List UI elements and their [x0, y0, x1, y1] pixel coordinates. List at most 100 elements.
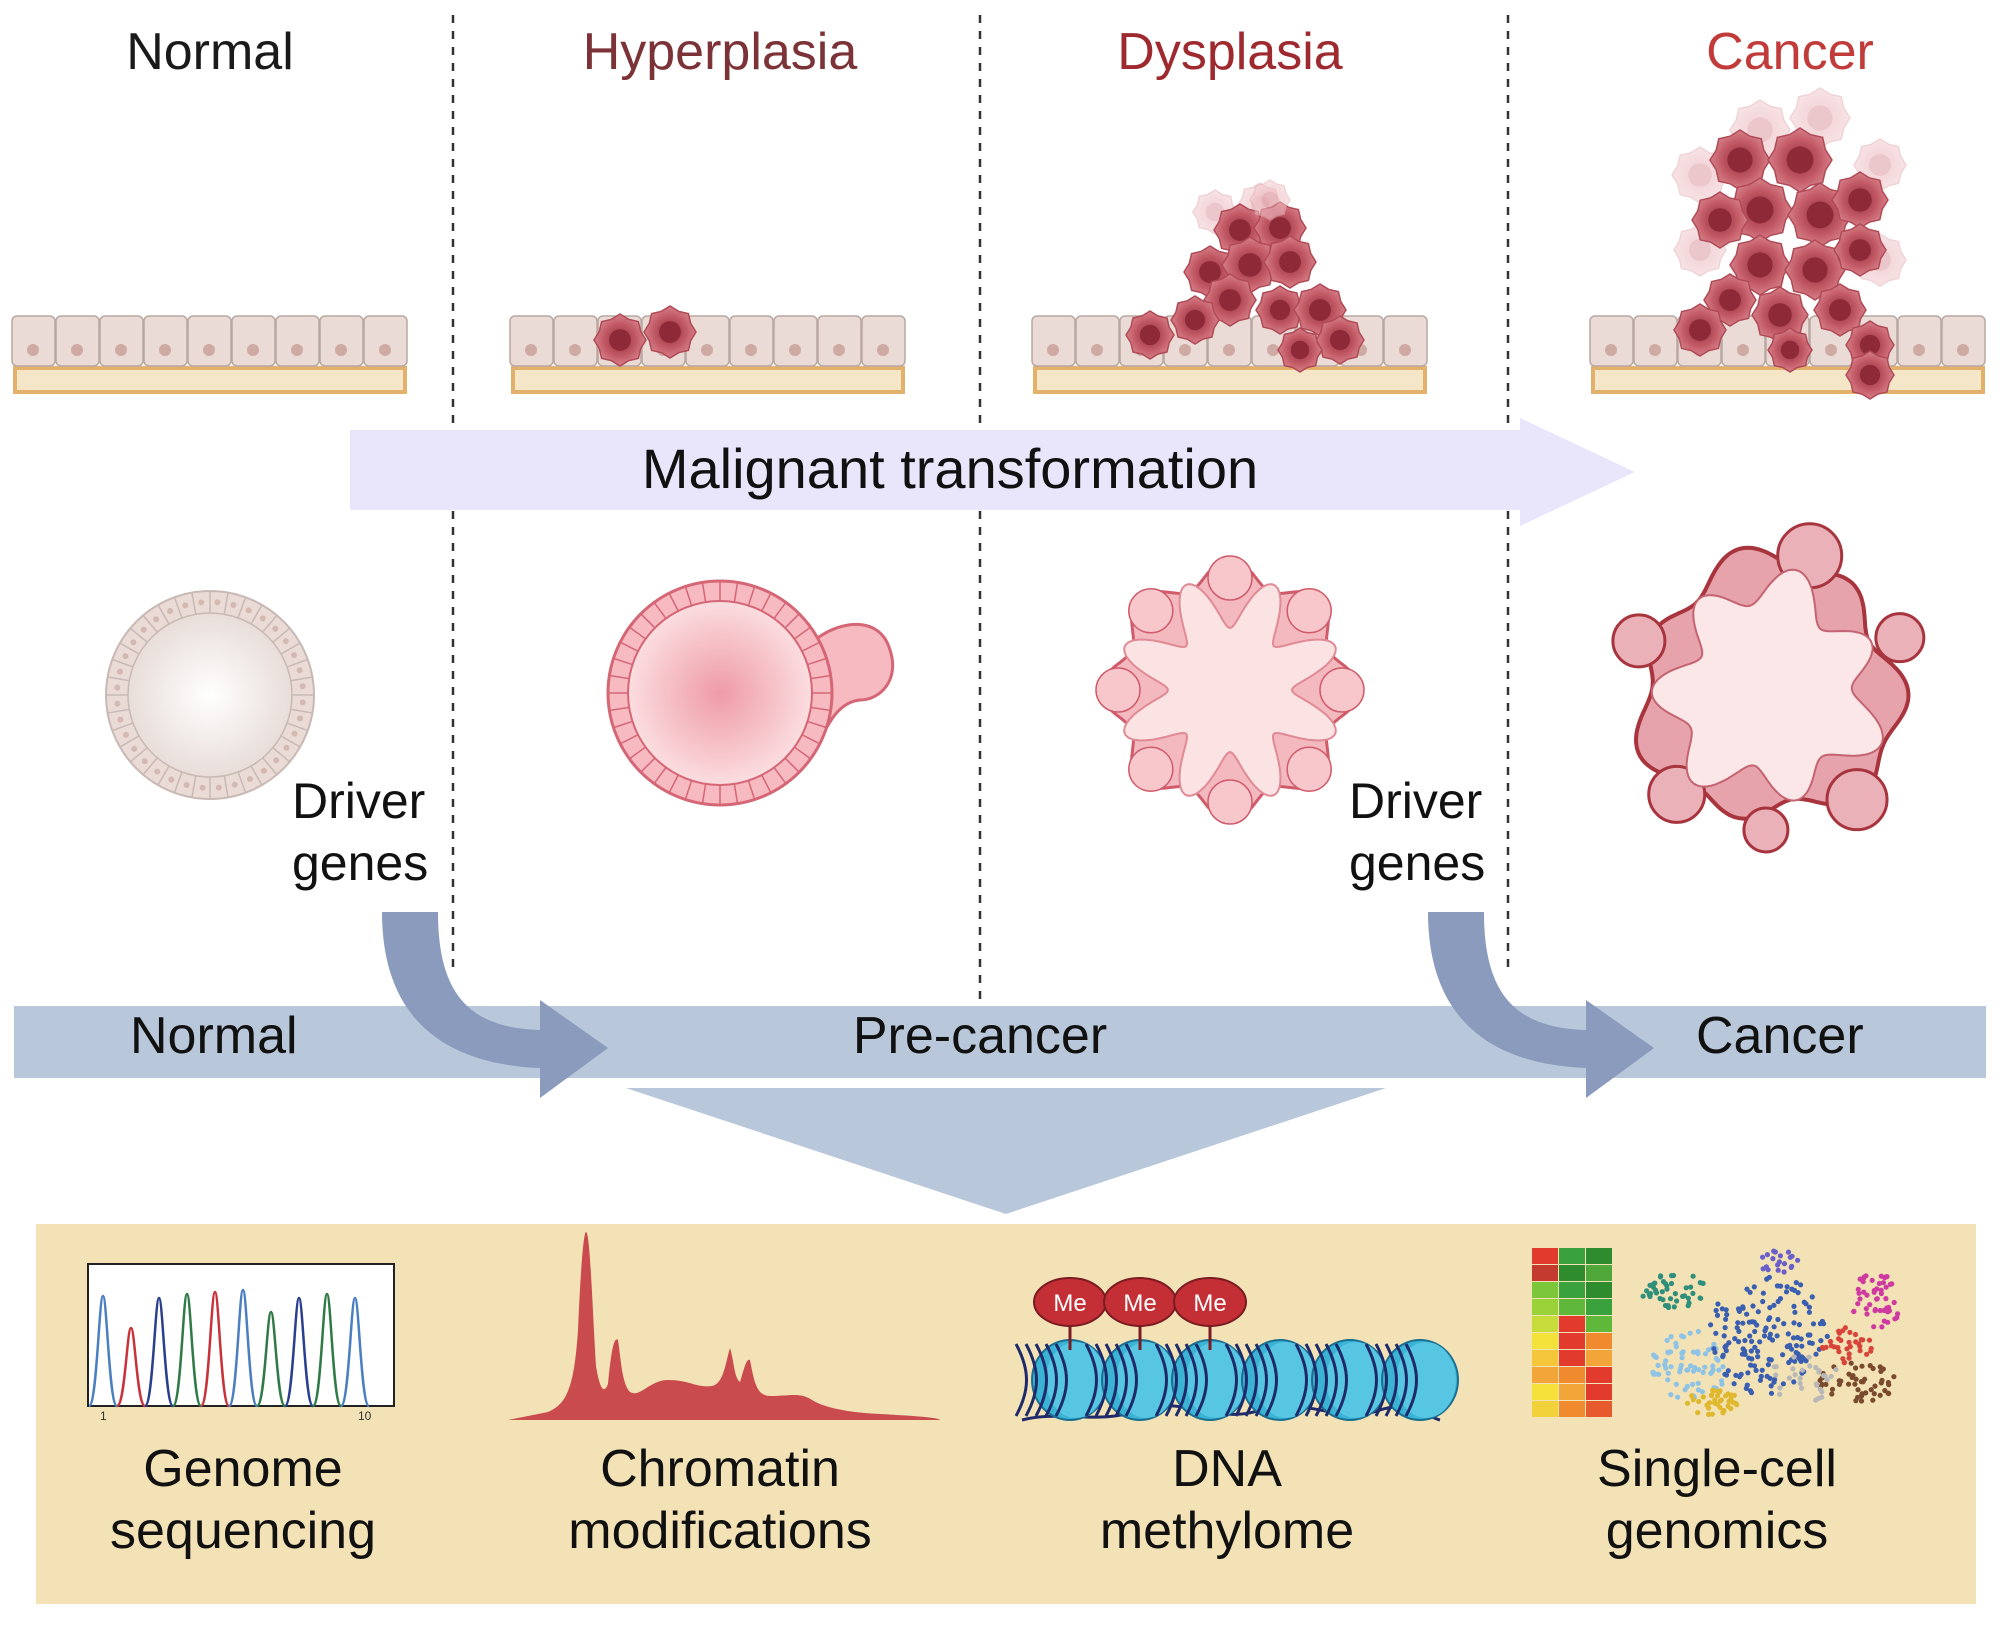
cluster-point: [1862, 1376, 1868, 1382]
epithelial-cell: [275, 315, 320, 367]
cluster-point: [1655, 1362, 1661, 1368]
cell-border: [640, 757, 656, 773]
cluster-point: [1846, 1355, 1852, 1361]
cell-border: [807, 720, 827, 729]
cluster-point: [1807, 1363, 1813, 1369]
cluster-point: [1769, 1337, 1776, 1343]
cell-border: [119, 735, 140, 748]
cluster-point: [1813, 1351, 1819, 1357]
cluster-point: [1724, 1312, 1730, 1318]
cell-border: [784, 757, 800, 773]
cluster-point: [1781, 1269, 1787, 1275]
cell-nucleus: [273, 757, 280, 764]
cell-nucleus: [1649, 344, 1661, 356]
tumor-cell: [1249, 179, 1291, 221]
cluster-point: [1855, 1394, 1861, 1400]
chromatogram-peak: [283, 1296, 315, 1408]
cluster-point: [1791, 1287, 1798, 1293]
cluster-point: [1827, 1338, 1834, 1345]
cell-border: [773, 601, 787, 620]
cluster-point: [1767, 1315, 1773, 1321]
cell-nucleus: [182, 602, 189, 609]
cell-border: [191, 592, 197, 615]
cluster-point: [1651, 1352, 1657, 1358]
cluster-point: [1690, 1290, 1696, 1296]
dna-wrap: [1024, 1343, 1038, 1417]
cluster-point: [1696, 1367, 1702, 1373]
cell-border: [668, 774, 679, 794]
cluster-point: [1775, 1267, 1781, 1273]
cluster-point: [1747, 1333, 1753, 1339]
gland-lobule: [1207, 779, 1253, 825]
cluster-point: [1785, 1249, 1792, 1255]
tumor-cell-nucleus: [1184, 309, 1206, 331]
cluster-point: [1878, 1290, 1884, 1297]
cluster-point: [1746, 1355, 1752, 1361]
chromatogram-peak: [115, 1326, 147, 1408]
cluster-point: [1795, 1351, 1801, 1357]
cluster-point: [1689, 1393, 1695, 1399]
heatmap-cell: [1586, 1384, 1612, 1400]
cluster-point: [1743, 1385, 1749, 1391]
cell-border: [262, 757, 278, 776]
cluster-point: [1836, 1328, 1842, 1334]
cluster-point: [1684, 1383, 1690, 1389]
dna-wrap: [1264, 1343, 1278, 1417]
methyl-group: Me: [1103, 1277, 1177, 1350]
cluster-point: [1872, 1308, 1878, 1314]
heatmap-cell: [1559, 1282, 1585, 1298]
cluster-point: [1870, 1397, 1876, 1403]
dna-wrap: [1034, 1343, 1048, 1417]
cluster-point: [1852, 1331, 1859, 1338]
cluster-point: [1871, 1391, 1877, 1397]
progression-normal: Normal: [130, 1007, 298, 1065]
cluster-point: [1879, 1377, 1885, 1383]
basement-membrane: [1033, 366, 1427, 394]
dna-wrap: [1124, 1343, 1138, 1417]
cluster-point: [1847, 1329, 1853, 1335]
cell-nucleus: [114, 684, 121, 691]
cell-border: [701, 783, 707, 804]
cluster-point: [1766, 1356, 1772, 1362]
gland-protrusion: [1742, 806, 1790, 854]
histone-face: [1116, 1342, 1176, 1418]
cluster-point: [1752, 1328, 1758, 1335]
cluster-point: [1757, 1339, 1763, 1345]
cell-nucleus: [167, 608, 174, 615]
cluster-point: [1721, 1333, 1727, 1339]
heatmap-cell: [1532, 1282, 1558, 1298]
cluster-point: [1846, 1351, 1852, 1357]
cluster-point: [1690, 1381, 1696, 1387]
cluster-point: [1772, 1249, 1778, 1255]
dna-wrap: [1184, 1343, 1198, 1417]
cluster-point: [1688, 1284, 1694, 1290]
cluster-point: [1791, 1303, 1797, 1309]
cluster-point: [1702, 1351, 1709, 1357]
cluster-point: [1713, 1330, 1719, 1336]
cluster-point: [1846, 1339, 1852, 1345]
cell-border: [609, 706, 630, 712]
cluster-point: [1745, 1370, 1751, 1376]
cell-nucleus: [247, 344, 259, 356]
cell-nucleus: [291, 730, 298, 737]
cell-nucleus: [122, 653, 129, 660]
heatmap-cell: [1532, 1367, 1558, 1383]
cluster-point: [1851, 1308, 1857, 1315]
cluster-point: [1755, 1348, 1761, 1354]
chromatogram-peak: [255, 1310, 287, 1408]
cell-nucleus: [260, 767, 267, 774]
cluster-point: [1844, 1346, 1850, 1352]
cell-nucleus: [131, 745, 138, 752]
epithelial-cell: [1075, 315, 1120, 367]
cell-nucleus: [833, 344, 845, 356]
cluster-point: [1871, 1287, 1877, 1294]
driver-genes-line1: Driver: [292, 773, 426, 829]
tumor-cell-nucleus: [1290, 340, 1310, 360]
epithelial-cell: [553, 315, 598, 367]
cluster-point: [1774, 1283, 1780, 1289]
progression-band: [14, 1006, 1986, 1078]
gland-lobule: [1286, 588, 1332, 634]
cell-border: [747, 586, 756, 606]
cell-nucleus: [154, 768, 161, 775]
tumor-cell-nucleus: [1849, 239, 1871, 261]
